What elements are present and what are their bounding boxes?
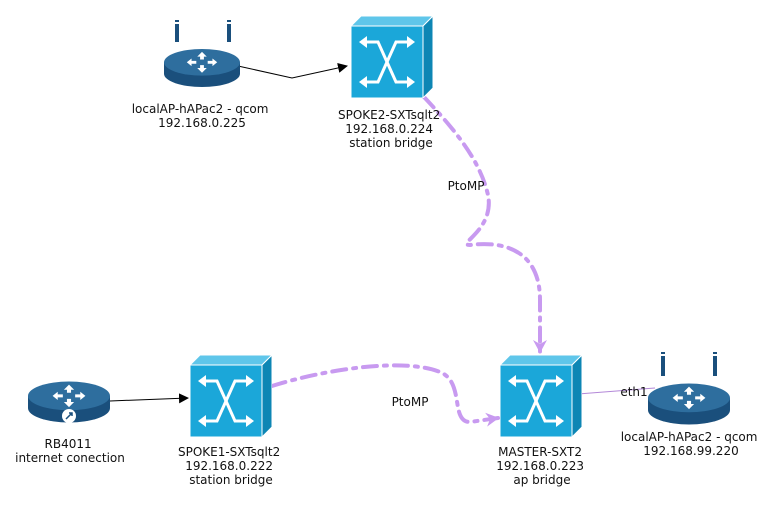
localap-right-ip: 192.168.99.220 [643, 444, 738, 458]
localap-right-label: localAP-hAPac2 - qcom 192.168.99.220 [621, 430, 762, 458]
spoke2-name: SPOKE2-SXTsqlt2 [338, 108, 440, 122]
ptomp-link-spoke1-master [270, 363, 500, 427]
spoke1-label: SPOKE1-SXTsqlt2 192.168.0.222 station br… [178, 445, 284, 487]
spoke2-ip: 192.168.0.224 [345, 122, 433, 136]
switch-icon [190, 355, 272, 437]
spoke2-switch[interactable] [351, 16, 433, 98]
rb4011-name: RB4011 [45, 437, 92, 451]
master-role: ap bridge [513, 473, 570, 487]
master-ip: 192.168.0.223 [496, 459, 584, 473]
switch-icon [500, 355, 582, 437]
rb4011-router[interactable] [28, 381, 110, 424]
localap-router-right[interactable] [648, 352, 730, 425]
ptomp-upper-label: PtoMP [448, 179, 485, 193]
master-switch[interactable] [500, 355, 582, 437]
switch-icon [351, 16, 433, 98]
eth1-link [577, 387, 656, 395]
localap-router-top[interactable] [164, 20, 240, 87]
spoke1-role: station bridge [189, 473, 273, 487]
master-label: MASTER-SXT2 192.168.0.223 ap bridge [496, 445, 588, 487]
spoke1-switch[interactable] [190, 355, 272, 437]
rb4011-label: RB4011 internet conection [15, 437, 125, 465]
spoke2-label: SPOKE2-SXTsqlt2 192.168.0.224 station br… [338, 108, 444, 150]
wire-localap-to-spoke2 [237, 63, 348, 79]
localap-top-ip: 192.168.0.225 [158, 116, 246, 130]
router-with-antennas-icon [648, 352, 730, 425]
localap-right-name: localAP-hAPac2 - qcom [621, 430, 758, 444]
localap-top-name: localAP-hAPac2 - qcom [132, 102, 269, 116]
localap-top-label: localAP-hAPac2 - qcom 192.168.0.225 [132, 102, 273, 130]
ptomp-lower-label: PtoMP [392, 395, 429, 409]
wire-rb4011-to-spoke1 [109, 393, 189, 404]
spoke1-ip: 192.168.0.222 [185, 459, 273, 473]
spoke1-name: SPOKE1-SXTsqlt2 [178, 445, 280, 459]
eth1-label: eth1 [620, 385, 647, 399]
router-with-antennas-icon [164, 20, 240, 87]
master-name: MASTER-SXT2 [498, 445, 582, 459]
ptomp-link-spoke2-master [422, 95, 547, 354]
router-icon [28, 381, 110, 423]
spoke2-role: station bridge [349, 136, 433, 150]
rb4011-description: internet conection [15, 451, 125, 465]
